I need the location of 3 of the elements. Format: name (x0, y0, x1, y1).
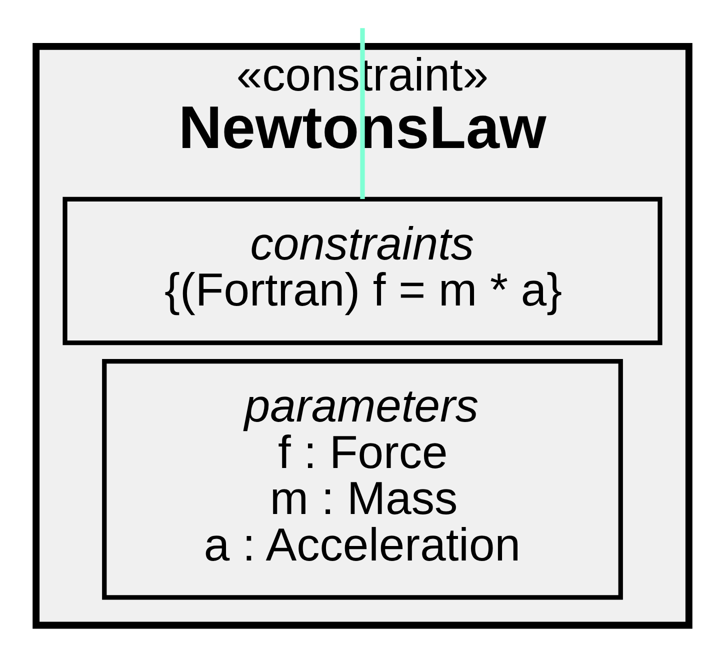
connector (360, 28, 365, 199)
node-box: parameters f : Force m : Mass a : Acceleration (102, 358, 623, 600)
node-box: constraints {(Fortran) f = m * a} (62, 196, 662, 346)
